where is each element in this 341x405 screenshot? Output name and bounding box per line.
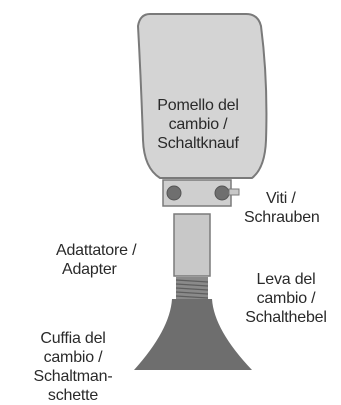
knob-label: Pomello del cambio / Schaltknauf: [145, 96, 251, 153]
lever-label: Leva del cambio / Schalthebel: [236, 270, 336, 327]
adapter-label-line: Adapter: [62, 261, 117, 278]
knob-label-line: Schaltknauf: [157, 135, 239, 152]
adapter: [173, 213, 211, 277]
lever-label-line: Leva del: [256, 271, 316, 288]
lever-label-line: cambio /: [256, 290, 316, 307]
screw-left: [166, 185, 182, 201]
knob-label-line: cambio /: [168, 116, 228, 133]
adapter-label: Adattatore / Adapter: [56, 241, 164, 279]
shift-boot: [134, 299, 252, 370]
boot-label-line: cambio /: [43, 349, 103, 366]
screw-right: [214, 185, 230, 201]
boot-label: Cuffia del cambio / Schaltman- schette: [18, 329, 128, 405]
screw-tip: [228, 188, 240, 196]
screws-label-line: Viti /: [266, 190, 296, 207]
boot-label-line: Cuffia del: [40, 330, 106, 347]
screws-label-line: Schrauben: [244, 209, 320, 226]
boot-label-line: Schaltman-: [33, 368, 113, 385]
screws-label: Viti / Schrauben: [244, 189, 330, 227]
boot-label-line: schette: [47, 387, 99, 404]
lever-label-line: Schalthebel: [245, 309, 327, 326]
shift-knob: [136, 13, 268, 179]
adapter-label-line: Adattatore /: [56, 242, 137, 259]
thread-lines: [175, 279, 209, 299]
knob-label-line: Pomello del: [157, 97, 239, 114]
